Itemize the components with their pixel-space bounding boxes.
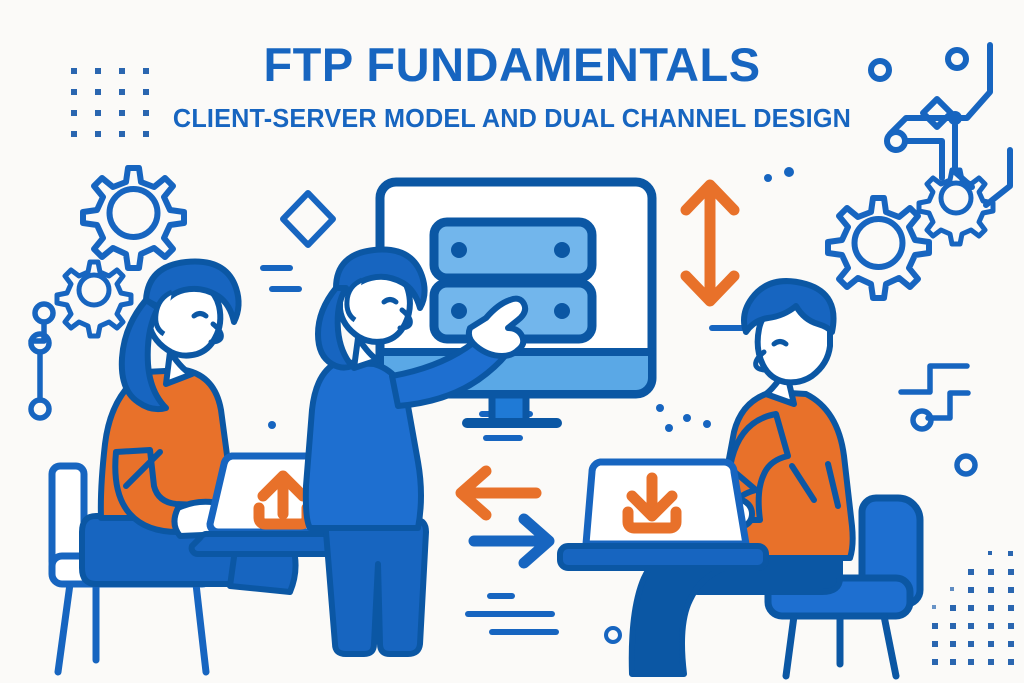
- standing-presenter: [302, 246, 529, 657]
- diamond-outline-icon: [280, 190, 336, 248]
- gear-icon: [80, 165, 187, 271]
- laptop-right[interactable]: [557, 458, 769, 571]
- dot-grid-pattern: [932, 551, 1014, 665]
- data-flow-left-arrow: [455, 465, 542, 521]
- circuit-trace-icon: [898, 363, 978, 477]
- seated-user-right: [557, 278, 924, 680]
- gear-icon: [916, 167, 996, 247]
- data-flow-right-arrow: [468, 513, 555, 569]
- control-channel-arrow: [680, 179, 740, 307]
- dot-grid-pattern: [71, 68, 149, 137]
- chair-right: [764, 494, 924, 680]
- download-icon: [622, 472, 682, 534]
- dash-accent-lines: [260, 265, 302, 292]
- gear-icon: [825, 195, 932, 301]
- circle-accent-dots: [268, 167, 794, 644]
- gear-icon: [54, 259, 134, 339]
- circuit-trace-icon: [28, 301, 56, 421]
